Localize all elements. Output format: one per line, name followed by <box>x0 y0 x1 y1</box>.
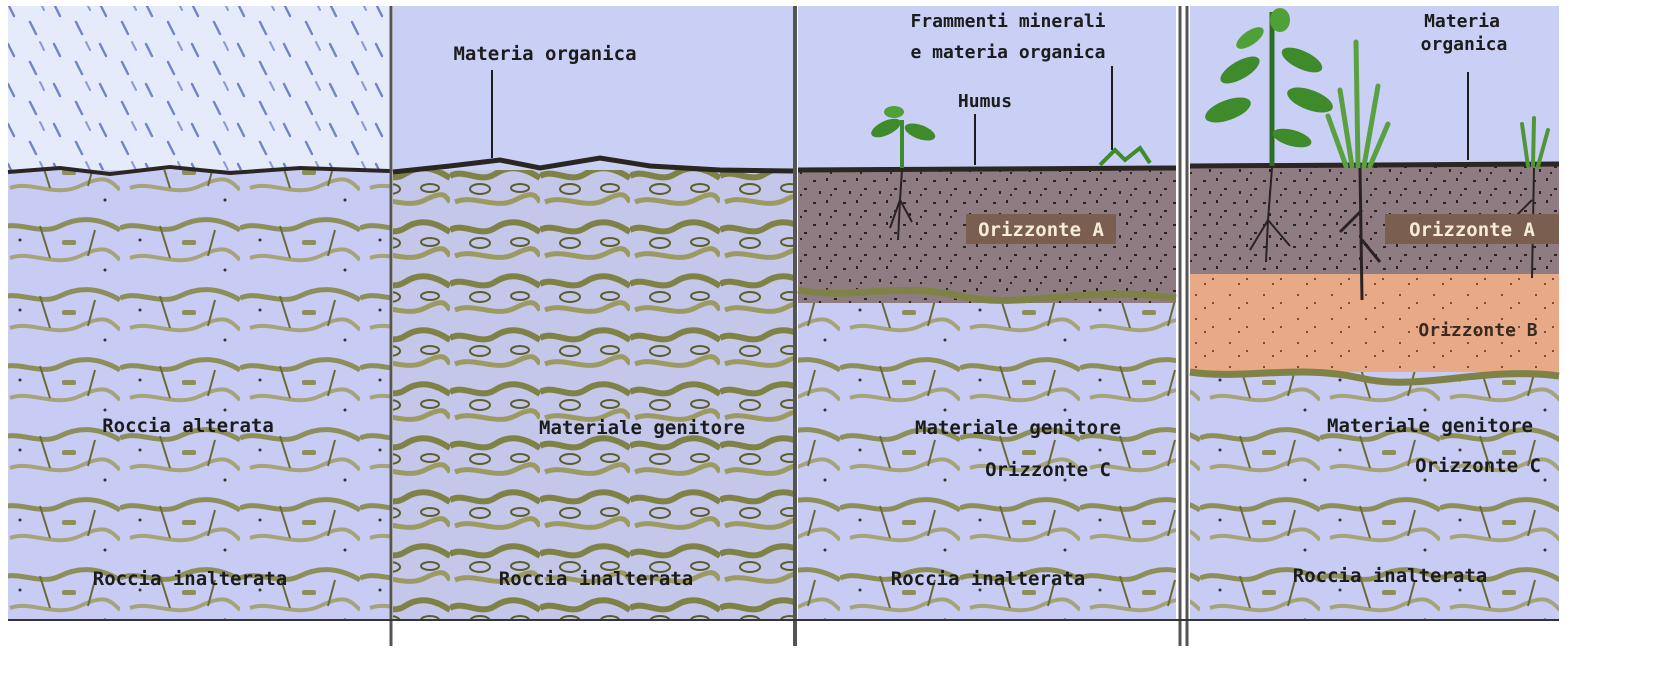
panel-4-organic-matter-label-1: Materia <box>1424 11 1500 32</box>
panel-4-parent-material-label: Materiale genitore <box>1327 415 1533 437</box>
panel-3-ground-line <box>798 168 1176 170</box>
panel-2-organic-matter-label: Materia organica <box>453 43 636 65</box>
panel-3-bedrock-label: Roccia inalterata <box>891 568 1085 590</box>
panel-1-bedrock-label: Roccia inalterata <box>93 568 287 590</box>
panel-4-horizon-a-label: Orizzonte A <box>1409 219 1535 241</box>
panel-3-parent-material-label: Materiale genitore <box>915 417 1121 439</box>
panel-2-parent-material-label: Materiale genitore <box>539 417 745 439</box>
panel-4-sky <box>1190 6 1559 172</box>
panel-4-horizon-c-label: Orizzonte C <box>1415 455 1541 477</box>
panel-2-parent-material: Materia organica Materiale genitore Rocc… <box>393 6 793 620</box>
panel-4-mature-soil: Materia organica Orizzonte A Orizzonte B… <box>1190 6 1559 620</box>
panel-2-rock <box>393 170 793 620</box>
panel-3-mineral-fragments-label-2: e materia organica <box>910 42 1105 63</box>
panel-4-ground-line <box>1190 164 1559 166</box>
panel-3-horizon-a-label: Orizzonte A <box>978 219 1104 241</box>
panel-2-sky <box>393 6 793 172</box>
panel-1-rain <box>8 6 390 172</box>
panel-1-weathering: Roccia alterata Roccia inalterata <box>8 6 390 620</box>
panel-1-rock <box>8 170 390 620</box>
panel-1-altered-rock-label: Roccia alterata <box>102 415 274 437</box>
panel-3-humus-label: Humus <box>958 91 1012 112</box>
panel-3-horizon-c-label: Orizzonte C <box>985 459 1111 481</box>
panel-4-bedrock-label: Roccia inalterata <box>1293 565 1487 587</box>
panel-3-young-soil: Frammenti minerali e materia organica Hu… <box>798 6 1176 620</box>
panel-2-bedrock-label: Roccia inalterata <box>499 568 693 590</box>
panel-4-organic-matter-label-2: organica <box>1421 34 1508 55</box>
panel-4-horizon-b-label: Orizzonte B <box>1418 320 1537 341</box>
panel-3-mineral-fragments-label-1: Frammenti minerali <box>910 11 1105 32</box>
